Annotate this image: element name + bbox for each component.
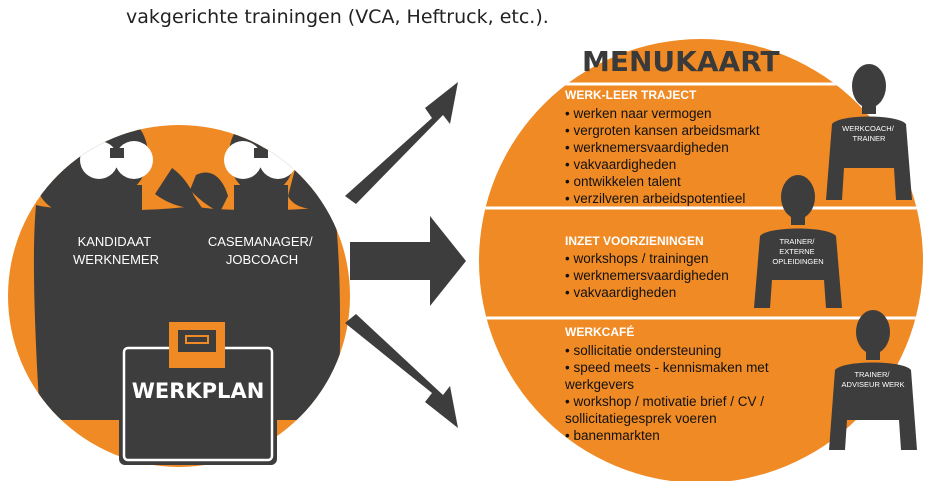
intro-text: vakgerichte trainingen (VCA, Heftruck, e… bbox=[126, 6, 549, 28]
section-list-inzet: • workshops / trainingen • werknemersvaa… bbox=[565, 251, 733, 300]
menukaart-title: MENUKAART bbox=[582, 45, 780, 78]
person-werkcoach-icon bbox=[826, 64, 912, 200]
section-title-werk-leer: WERK-LEER TRAJECT bbox=[565, 88, 697, 102]
label-kandidaat: KANDIDAAT WERKNEMER bbox=[73, 234, 159, 267]
section-title-inzet: INZET VOORZIENINGEN bbox=[565, 234, 704, 248]
label-trainer-externe: TRAINER/ EXTERNE OPLEIDINGEN bbox=[772, 237, 823, 266]
arrow-top-icon bbox=[345, 82, 458, 204]
label-trainer-adviseur: TRAINER/ ADVISEUR WERK bbox=[842, 370, 905, 389]
section-title-werkcafe: WERKCAFÉ bbox=[565, 324, 634, 339]
label-casemanager: CASEMANAGER/ JOBCOACH bbox=[208, 234, 316, 267]
arrow-middle-icon bbox=[350, 216, 466, 306]
arrow-bottom-icon bbox=[345, 314, 458, 428]
arrows-group bbox=[345, 82, 466, 428]
person-trainer-externe-icon bbox=[754, 175, 842, 308]
briefcase-label: WERKPLAN bbox=[132, 379, 265, 403]
section-list-werkcafe: • sollicitatie ondersteuning • speed mee… bbox=[564, 343, 772, 443]
menukaart-circle-group: MENUKAART WERK-LEER TRAJECT • werken naa… bbox=[479, 39, 923, 481]
person-trainer-adviseur-icon bbox=[829, 310, 917, 450]
binoculars-left-icon bbox=[80, 141, 153, 179]
right-orange-circle bbox=[479, 39, 923, 481]
left-circle-group: KANDIDAAT WERKNEMER CASEMANAGER/ JOBCOAC… bbox=[8, 125, 350, 467]
section-list-werk-leer: • werken naar vermogen • vergroten kanse… bbox=[565, 106, 763, 206]
briefcase-icon bbox=[119, 322, 277, 465]
label-werkcoach: WERKCOACH/ TRAINER bbox=[842, 124, 896, 143]
